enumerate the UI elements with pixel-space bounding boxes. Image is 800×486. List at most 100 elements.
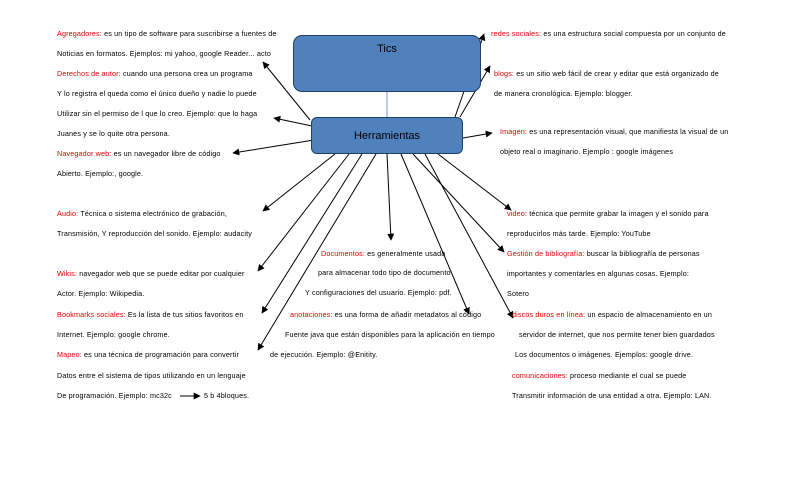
term-label: redes sociales: <box>491 29 542 38</box>
arrow-to-gestion <box>412 153 505 253</box>
tics-label: Tics <box>377 43 397 55</box>
left-item-3-line-0: Audio: Técnica o sistema electrónico de … <box>57 209 227 219</box>
herramientas-label: Herramientas <box>353 129 421 142</box>
right-item-2-line-1: objeto real o imaginario. Ejemplo : goog… <box>500 147 673 157</box>
definition-text: Juanes y se lo quite otra persona. <box>57 129 170 138</box>
definition-text: cuando una persona crea un programa <box>123 69 253 78</box>
definition-text: es una estructura social compuesta por u… <box>543 29 726 38</box>
left-item-6-line-0: Mapeo: es una técnica de programación pa… <box>57 350 239 360</box>
term-label: Audio: <box>57 209 79 218</box>
left-item-6-line-3: 5 b 4bloques. <box>204 391 249 401</box>
arrow-to-imagen <box>462 130 493 139</box>
arrow-to-documentos <box>386 153 395 241</box>
right-item-1-line-0: blogs: es un sitio web fácil de crear y … <box>494 69 719 79</box>
arrow-to-discos <box>424 153 514 319</box>
term-label: discos duros en línea: <box>512 310 586 319</box>
term-label: comunicaciones: <box>512 371 568 380</box>
arrow-to-mapeo <box>257 153 377 351</box>
term-label: Derechos de autor: <box>57 69 121 78</box>
arrow-to-blogs <box>459 65 491 118</box>
definition-text: Transmisión, Y reproducción del sonido. … <box>57 229 252 238</box>
definition-text: para almacenar todo tipo de documento <box>318 268 451 277</box>
definition-text: reproducirlos más tarde. Ejemplo: YouTub… <box>507 229 651 238</box>
term-label: Imagen: <box>500 127 528 136</box>
tics-box: Tics <box>293 35 481 92</box>
definition-text: de ejecución. Ejemplo: @Enitity. <box>270 350 378 359</box>
center-item-1-line-2: de ejecución. Ejemplo: @Enitity. <box>270 350 377 360</box>
right-item-2-line-0: Imagen: es una representación visual, qu… <box>500 127 728 137</box>
left-item-6-line-1: Datos entre el sistema de tipos utilizan… <box>57 371 246 381</box>
definition-text: es un sitio web fácil de crear y editar … <box>516 69 719 78</box>
term-label: Navegador web: <box>57 149 112 158</box>
right-item-3-line-0: video: técnica que permite grabar la ima… <box>507 209 709 219</box>
term-label: Mapeo: <box>57 350 82 359</box>
arrow-to-wikis <box>257 153 350 272</box>
arrow-to-derechos <box>273 115 313 127</box>
left-item-1-line-2: Utilizar sin el permiso de l que lo creo… <box>57 109 257 119</box>
definition-text: técnica que permite grabar la imagen y e… <box>529 209 709 218</box>
arrow-to-audio <box>262 153 336 212</box>
left-item-0-line-1: Noticias en formatos. Ejemplos: mi yahoo… <box>57 49 271 59</box>
definition-text: es una técnica de programación para conv… <box>84 350 240 359</box>
definition-text: Datos entre el sistema de tipos utilizan… <box>57 371 246 380</box>
center-item-0-line-0: Documentos: es generalmente usada <box>321 249 445 259</box>
definition-text: Actor. Ejemplo: Wikipedia. <box>57 289 145 298</box>
arrow-to-agregadores <box>262 61 311 121</box>
arrow-to-bookmarks <box>261 153 363 314</box>
left-item-6-line-2: De programación. Ejemplo: mc32c <box>57 391 172 401</box>
definition-text: navegador web que se puede editar por cu… <box>79 269 245 278</box>
definition-text: Sotero <box>507 289 530 298</box>
left-item-1-line-0: Derechos de autor: cuando una persona cr… <box>57 69 253 79</box>
center-item-0-line-1: para almacenar todo tipo de documento <box>318 268 451 278</box>
right-item-6-line-1: Transmitir información de una entidad a … <box>512 391 712 401</box>
definition-text: es un tipo de software para suscribirse … <box>104 29 277 38</box>
definition-text: Y configuraciones del usuario. Ejemplo: … <box>305 288 452 297</box>
term-label: video: <box>507 209 528 218</box>
definition-text: 5 b 4bloques. <box>204 391 250 400</box>
right-item-4-line-1: importantes y comentarles en algunas cos… <box>507 269 689 279</box>
left-item-2-line-1: Abierto. Ejemplo:, google. <box>57 169 143 179</box>
left-item-5-line-1: Internet. Ejemplo: google chrome. <box>57 330 170 340</box>
definition-text: Los documentos o imágenes. Ejemplos: goo… <box>515 350 694 359</box>
definition-text: importantes y comentarles en algunas cos… <box>507 269 689 278</box>
definition-text: De programación. Ejemplo: mc32c <box>57 391 172 400</box>
right-item-6-line-0: comunicaciones: proceso mediante el cual… <box>512 371 686 381</box>
left-item-4-line-0: Wikis: navegador web que se puede editar… <box>57 269 245 279</box>
left-item-4-line-1: Actor. Ejemplo: Wikipedia. <box>57 289 144 299</box>
left-item-1-line-1: Y lo registra el queda como el único due… <box>57 89 257 99</box>
arrow-to-navegador <box>232 139 315 156</box>
right-item-1-line-1: de manera cronológica. Ejemplo: blogger. <box>494 89 633 99</box>
definition-text: es generalmente usada <box>367 249 446 258</box>
right-item-5-line-0: discos duros en línea: un espacio de alm… <box>512 310 712 320</box>
definition-text: Es la lista de tus sitios favoritos en <box>127 310 244 319</box>
definition-text: Fuente java que están disponibles para l… <box>285 330 495 339</box>
term-label: Gestión de bibliografía: <box>507 249 585 258</box>
center-item-1-line-1: Fuente java que están disponibles para l… <box>285 330 495 340</box>
definition-text: de manera cronológica. Ejemplo: blogger. <box>494 89 633 98</box>
term-label: Agregadores: <box>57 29 102 38</box>
left-item-0-line-0: Agregadores: es un tipo de software para… <box>57 29 277 39</box>
term-label: anotaciones: <box>290 310 333 319</box>
definition-text: es una forma de añadir metadatos al códi… <box>334 310 482 319</box>
right-item-4-line-0: Gestión de bibliografía: buscar la bibli… <box>507 249 700 259</box>
definition-text: buscar la bibliografía de personas <box>586 249 700 258</box>
right-item-3-line-1: reproducirlos más tarde. Ejemplo: YouTub… <box>507 229 651 239</box>
left-item-1-line-3: Juanes y se lo quite otra persona. <box>57 129 170 139</box>
definition-text: Internet. Ejemplo: google chrome. <box>57 330 170 339</box>
arrow-to-video <box>437 153 512 211</box>
definition-text: Abierto. Ejemplo:, google. <box>57 169 144 178</box>
definition-text: objeto real o imaginario. Ejemplo : goog… <box>500 147 674 156</box>
term-label: Documentos: <box>321 249 365 258</box>
definition-text: Técnica o sistema electrónico de grabaci… <box>80 209 227 218</box>
definition-text: proceso mediante el cual se puede <box>569 371 687 380</box>
definition-text: un espacio de almacenamiento en un <box>587 310 712 319</box>
definition-text: es un navegador libre de código <box>113 149 221 158</box>
definition-text: servidor de internet, que nos permite te… <box>519 330 715 339</box>
definition-text: Noticias en formatos. Ejemplos: mi yahoo… <box>57 49 271 58</box>
herramientas-box: Herramientas <box>311 117 463 154</box>
definition-text: Transmitir información de una entidad a … <box>512 391 712 400</box>
center-item-1-line-0: anotaciones: es una forma de añadir meta… <box>290 310 481 320</box>
right-item-5-line-2: Los documentos o imágenes. Ejemplos: goo… <box>515 350 693 360</box>
arrow-to-anotaciones <box>400 153 470 315</box>
